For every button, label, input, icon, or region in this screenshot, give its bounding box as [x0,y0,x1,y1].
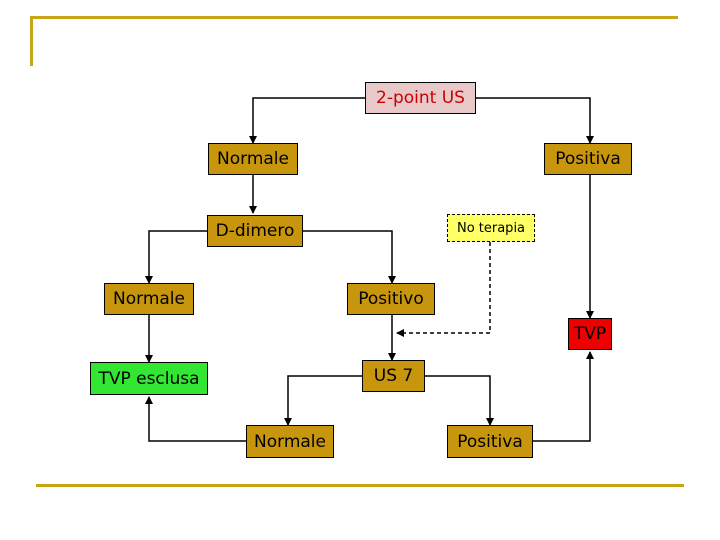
edge-start-to-positiva [476,97,594,144]
node-normale-1: Normale [208,143,298,175]
note-no-terapia: No terapia [447,214,535,242]
node-normale-2: Normale [104,283,194,315]
edge-us7-to-positiva [425,375,494,426]
edge-positiva-to-tvp-return [533,351,594,442]
node-positiva-2: Positiva [447,425,533,458]
frame-top-line [30,16,678,19]
node-tvp-esclusa: TVP esclusa [90,362,208,395]
edge-normale-to-esclusa-return [145,396,246,442]
edge-us7-to-normale [284,375,362,426]
edge-ddimero-to-normale [145,230,207,284]
edge-start-to-normale [249,97,365,144]
frame-bottom-line [36,484,684,487]
node-us-7: US 7 [362,360,425,392]
node-normale-3: Normale [246,425,334,458]
node-positiva-1: Positiva [544,143,632,175]
edge-ddimero-to-positivo [303,230,396,284]
frame-left-line [30,16,33,66]
node-tvp: TVP [568,318,612,350]
node-2-point-us: 2-point US [365,82,476,114]
edge-noterapia-dashed [396,242,491,337]
node-d-dimero: D-dimero [207,215,303,247]
node-positivo: Positivo [347,283,435,315]
